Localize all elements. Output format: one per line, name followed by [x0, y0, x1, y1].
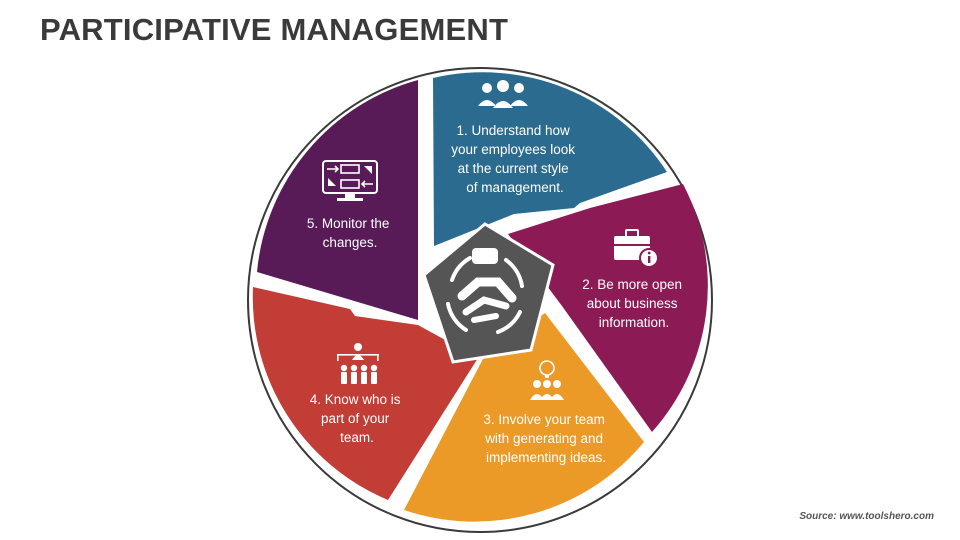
step-1-line-4: of management. [466, 180, 564, 195]
segment-4 [252, 287, 478, 500]
step-1-line-3: at the current style [458, 161, 569, 176]
step-5-line-2: changes. [323, 235, 378, 250]
step-4-text: 4. Know who is part of your team. [310, 392, 405, 445]
center-pentagon [422, 222, 555, 364]
joined-hands-icon [446, 248, 524, 334]
step-2-text: 2. Be more open about business informati… [582, 277, 686, 330]
segment-1 [433, 72, 667, 246]
step-1-line-1: 1. Understand how [456, 123, 570, 138]
step-1-line-2: your employees look [451, 142, 575, 157]
source-credit: Source: www.toolshero.com [799, 511, 934, 522]
step-2-line-3: information. [599, 315, 670, 330]
step-2-line-1: 2. Be more open [582, 277, 682, 292]
segment-3 [404, 313, 644, 522]
employees-group-icon [478, 80, 528, 108]
step-5-line-1: 5. Monitor the [307, 216, 390, 231]
team-idea-icon [530, 360, 564, 400]
page-title: PARTICIPATIVE MANAGEMENT [40, 12, 509, 47]
step-3-line-2: with generating and [484, 431, 603, 446]
step-2-line-2: about business [587, 296, 678, 311]
team-hierarchy-icon [337, 343, 379, 384]
step-4-line-2: part of your [321, 411, 390, 426]
step-1-text: 1. Understand how your employees look at… [451, 123, 579, 195]
monitor-process-icon [322, 160, 378, 201]
step-4-line-3: team. [340, 430, 374, 445]
step-5-text: 5. Monitor the changes. [307, 216, 393, 250]
step-4-line-1: 4. Know who is [310, 392, 401, 407]
step-3-line-1: 3. Involve your team [483, 412, 605, 427]
step-3-line-3: implementing ideas. [486, 450, 606, 465]
step-3-text: 3. Involve your team with generating and… [483, 412, 608, 465]
segment-2 [508, 184, 708, 432]
briefcase-info-icon [614, 229, 659, 268]
